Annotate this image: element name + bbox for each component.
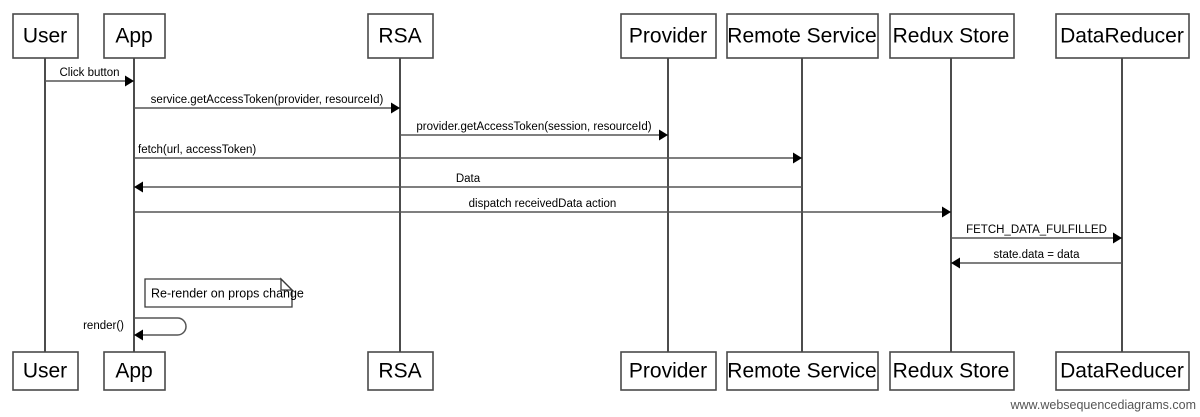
message-m7: FETCH_DATA_FULFILLED [951, 224, 1122, 244]
participant-footer-reducer[interactable]: DataReducer [1055, 351, 1190, 391]
participant-header-reducer[interactable]: DataReducer [1055, 13, 1190, 59]
arrowhead-m6 [942, 206, 951, 218]
note-group: Re-render on props change [144, 277, 304, 308]
message-m2: service.getAccessToken(provider, resourc… [134, 94, 400, 114]
message-label-m2: service.getAccessToken(provider, resourc… [151, 94, 384, 106]
self-call-path [134, 317, 187, 336]
participant-box-provider[interactable] [620, 351, 717, 391]
arrowhead-m3 [659, 129, 668, 141]
participant-box-app[interactable] [103, 351, 166, 391]
participant-box-redux[interactable] [889, 351, 1015, 391]
self-call-label: render() [83, 320, 124, 332]
message-m6: dispatch receivedData action [134, 198, 951, 218]
message-label-m4: fetch(url, accessToken) [138, 144, 256, 156]
message-label-m6: dispatch receivedData action [469, 198, 617, 210]
lifelines-group [44, 58, 1123, 352]
message-label-m3: provider.getAccessToken(session, resourc… [416, 121, 651, 133]
watermark-label: www.websequencediagrams.com [1009, 398, 1196, 412]
participant-label-redux: Redux Store [893, 360, 1010, 383]
participant-label-provider: Provider [629, 25, 707, 48]
participant-label-redux: Redux Store [893, 25, 1010, 48]
participant-header-provider[interactable]: Provider [620, 13, 717, 59]
arrowhead-m1 [125, 75, 134, 87]
participant-header-rsa[interactable]: RSA [367, 13, 434, 59]
arrowhead-m7 [1113, 232, 1122, 244]
participant-box-rsa[interactable] [367, 351, 434, 391]
participant-header-remote[interactable]: Remote Service [726, 13, 879, 59]
participant-box-rsa[interactable] [367, 13, 434, 59]
participant-label-remote: Remote Service [727, 360, 876, 383]
participant-header-group: User App RSA Provider Remote Service Redux St… [12, 13, 1190, 59]
note-body [144, 278, 293, 308]
participant-footer-redux[interactable]: Redux Store [889, 351, 1015, 391]
participant-header-user[interactable]: User [12, 13, 79, 59]
participant-label-app: App [115, 360, 152, 383]
participant-label-provider: Provider [629, 360, 707, 383]
self-call-group: render() [83, 317, 187, 341]
participant-box-app[interactable] [103, 13, 166, 59]
arrowhead-m2 [391, 102, 400, 114]
participant-box-remote[interactable] [726, 13, 879, 59]
participant-label-user: User [23, 360, 67, 383]
arrowhead-m5 [134, 181, 143, 193]
note-text: Re-render on props change [151, 286, 304, 300]
participant-label-reducer: DataReducer [1060, 25, 1184, 48]
message-m1: Click button [45, 67, 134, 87]
participant-label-reducer: DataReducer [1060, 360, 1184, 383]
participant-label-rsa: RSA [378, 360, 421, 383]
participant-header-redux[interactable]: Redux Store [889, 13, 1015, 59]
message-m4: fetch(url, accessToken) [134, 144, 802, 164]
participant-box-remote[interactable] [726, 351, 879, 391]
participant-label-rsa: RSA [378, 25, 421, 48]
participant-box-redux[interactable] [889, 13, 1015, 59]
message-m3: provider.getAccessToken(session, resourc… [400, 121, 668, 141]
participant-box-reducer[interactable] [1055, 351, 1190, 391]
arrowhead-m8 [951, 257, 960, 269]
participant-box-user[interactable] [12, 351, 79, 391]
participant-header-app[interactable]: App [103, 13, 166, 59]
participant-footer-group: User App RSA Provider Remote Service Redux St… [12, 351, 1190, 391]
participant-footer-remote[interactable]: Remote Service [726, 351, 879, 391]
messages-group: Click button service.getAccessToken(provi… [45, 67, 1122, 269]
message-m8: state.data = data [951, 249, 1122, 269]
arrowhead-m4 [793, 152, 802, 164]
self-call-arrowhead [134, 329, 143, 341]
message-label-m5: Data [456, 173, 481, 185]
participant-footer-rsa[interactable]: RSA [367, 351, 434, 391]
note-note1: Re-render on props change [144, 277, 304, 308]
participant-box-provider[interactable] [620, 13, 717, 59]
message-label-m1: Click button [59, 67, 119, 79]
participant-label-remote: Remote Service [727, 25, 876, 48]
participant-footer-app[interactable]: App [103, 351, 166, 391]
participant-footer-provider[interactable]: Provider [620, 351, 717, 391]
participant-label-user: User [23, 25, 67, 48]
participant-label-app: App [115, 25, 152, 48]
participant-footer-user[interactable]: User [12, 351, 79, 391]
message-label-m8: state.data = data [994, 249, 1081, 261]
message-label-m7: FETCH_DATA_FULFILLED [966, 224, 1107, 236]
participant-box-user[interactable] [12, 13, 79, 59]
self-call-app: render() [83, 317, 187, 341]
message-m5: Data [134, 173, 802, 193]
participant-box-reducer[interactable] [1055, 13, 1190, 59]
note-fold-corner [280, 277, 294, 291]
